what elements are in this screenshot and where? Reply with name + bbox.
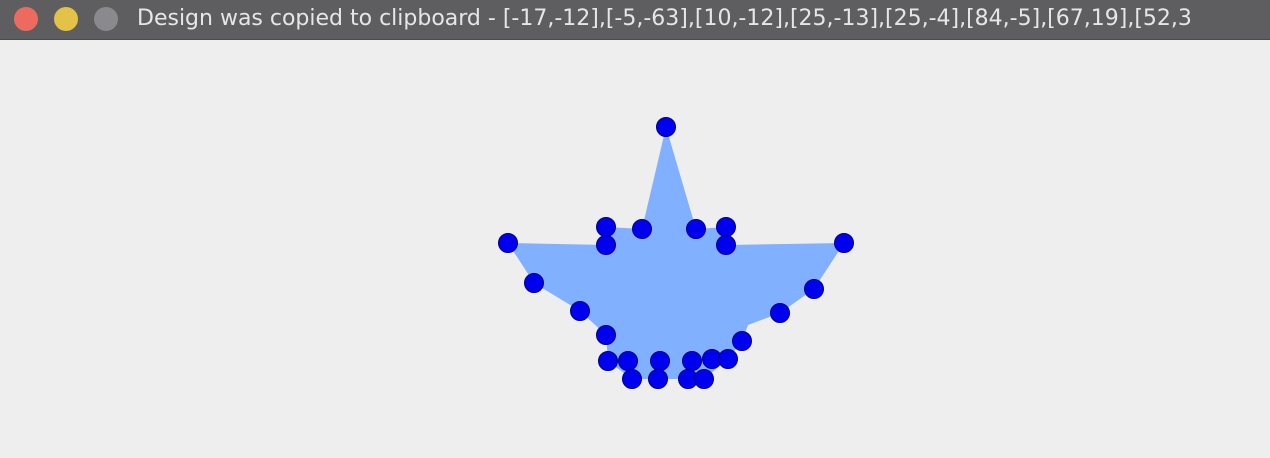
minimize-icon[interactable]: [54, 7, 78, 31]
vertex-handle[interactable]: [716, 217, 736, 237]
design-canvas[interactable]: [0, 40, 1270, 458]
vertex-handle[interactable]: [598, 351, 618, 371]
vertex-handle[interactable]: [648, 369, 668, 389]
vertex-handle[interactable]: [596, 235, 616, 255]
vertex-handle[interactable]: [524, 273, 544, 293]
window-title: Design was copied to clipboard - [-17,-1…: [137, 6, 1192, 31]
vertex-handle[interactable]: [694, 369, 714, 389]
shape-layer: [508, 127, 844, 379]
vertex-handle[interactable]: [834, 233, 854, 253]
design-drawing[interactable]: [0, 40, 1270, 458]
vertex-handle[interactable]: [622, 369, 642, 389]
vertex-handle[interactable]: [632, 219, 652, 239]
title-bar: Design was copied to clipboard - [-17,-1…: [0, 0, 1270, 40]
design-polygon: [508, 127, 844, 379]
handle-layer[interactable]: [498, 117, 854, 389]
vertex-handle[interactable]: [596, 217, 616, 237]
zoom-icon[interactable]: [94, 7, 118, 31]
vertex-handle[interactable]: [804, 279, 824, 299]
vertex-handle[interactable]: [718, 349, 738, 369]
vertex-handle[interactable]: [498, 233, 518, 253]
vertex-handle[interactable]: [596, 325, 616, 345]
vertex-handle[interactable]: [686, 219, 706, 239]
vertex-handle[interactable]: [716, 235, 736, 255]
vertex-handle[interactable]: [770, 303, 790, 323]
vertex-handle[interactable]: [618, 351, 638, 371]
close-icon[interactable]: [14, 7, 38, 31]
vertex-handle[interactable]: [656, 117, 676, 137]
vertex-handle[interactable]: [570, 301, 590, 321]
vertex-handle[interactable]: [732, 331, 752, 351]
vertex-handle[interactable]: [682, 351, 702, 371]
vertex-handle[interactable]: [650, 351, 670, 371]
